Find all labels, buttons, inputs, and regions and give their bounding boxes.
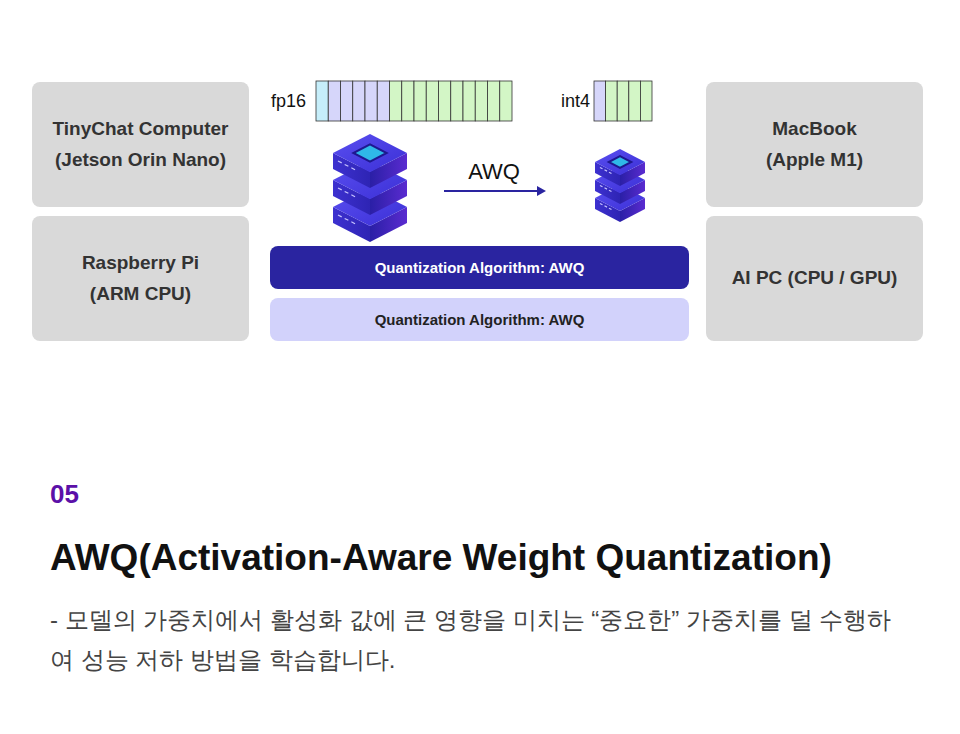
server-detail: [600, 168, 603, 169]
band-label: Quantization Algorithm: AWQ: [375, 256, 585, 280]
server-screen: [609, 156, 632, 168]
bit-cell: [439, 81, 451, 121]
device-label: TinyChat Computer (Jetson Orin Nano): [46, 114, 236, 175]
bit-cell: [475, 81, 487, 121]
algorithm-band: Quantization Algorithm: AWQ: [270, 298, 689, 341]
bit-cell: [353, 81, 365, 121]
bit-cell: [488, 81, 500, 121]
server-detail: [351, 222, 355, 224]
server-detail: [600, 204, 603, 205]
band-label: Quantization Algorithm: AWQ: [375, 308, 585, 332]
bit-cell: [451, 81, 463, 121]
server-detail: [605, 206, 608, 207]
bit-cell: [390, 81, 402, 121]
section-number: 05: [50, 479, 79, 510]
server-detail: [600, 186, 603, 187]
server-top: [333, 134, 407, 172]
device-box: MacBook (Apple M1): [706, 82, 923, 207]
server-detail: [345, 164, 349, 166]
server-detail: [345, 218, 349, 220]
bit-cell: [594, 81, 606, 121]
server-detail: [338, 188, 342, 190]
device-box: TinyChat Computer (Jetson Orin Nano): [32, 82, 249, 207]
caption: - 모델의 가중치에서 활성화 값에 큰 영향을 미치는 “중요한” 가중치를 …: [50, 600, 900, 680]
server-icon-large: [333, 134, 407, 242]
algorithm-band: Quantization Algorithm: AWQ: [270, 246, 689, 289]
bit-cell: [328, 81, 340, 121]
server-detail: [609, 190, 612, 191]
precision-label: int4: [561, 91, 590, 112]
device-label: MacBook (Apple M1): [755, 114, 875, 175]
int4-bit-bar: [594, 81, 652, 121]
bit-cell: [629, 81, 641, 121]
bit-cell: [606, 81, 618, 121]
device-box: Raspberry Pi (ARM CPU): [32, 216, 249, 341]
bit-cell: [365, 81, 377, 121]
server-detail: [351, 195, 355, 197]
bit-cell: [402, 81, 414, 121]
bit-cell: [414, 81, 426, 121]
precision-label: fp16: [271, 91, 306, 112]
bit-cell: [640, 81, 652, 121]
server-detail: [338, 215, 342, 217]
device-box: AI PC (CPU / GPU): [706, 216, 923, 341]
title: AWQ(Activation-Aware Weight Quantization…: [50, 537, 832, 579]
bit-cell: [426, 81, 438, 121]
server-detail: [609, 172, 612, 173]
server-detail: [605, 170, 608, 171]
arrow-line: [444, 190, 537, 192]
arrow-label: AWQ: [468, 159, 520, 185]
server-detail: [609, 208, 612, 209]
bit-cell: [341, 81, 353, 121]
bit-cell: [316, 81, 328, 121]
arrow-head: [537, 186, 546, 196]
server-icon-small: [595, 149, 645, 222]
fp16-bit-bar: [316, 81, 512, 121]
bit-cell: [617, 81, 629, 121]
bit-cell: [463, 81, 475, 121]
server-detail: [338, 161, 342, 163]
device-label: AI PC (CPU / GPU): [715, 263, 915, 293]
device-label: Raspberry Pi (ARM CPU): [71, 248, 211, 309]
server-top: [595, 149, 645, 175]
server-screen: [353, 144, 386, 161]
server-detail: [605, 188, 608, 189]
bit-cell: [500, 81, 512, 121]
server-detail: [351, 168, 355, 170]
bit-cell: [377, 81, 389, 121]
server-detail: [345, 191, 349, 193]
